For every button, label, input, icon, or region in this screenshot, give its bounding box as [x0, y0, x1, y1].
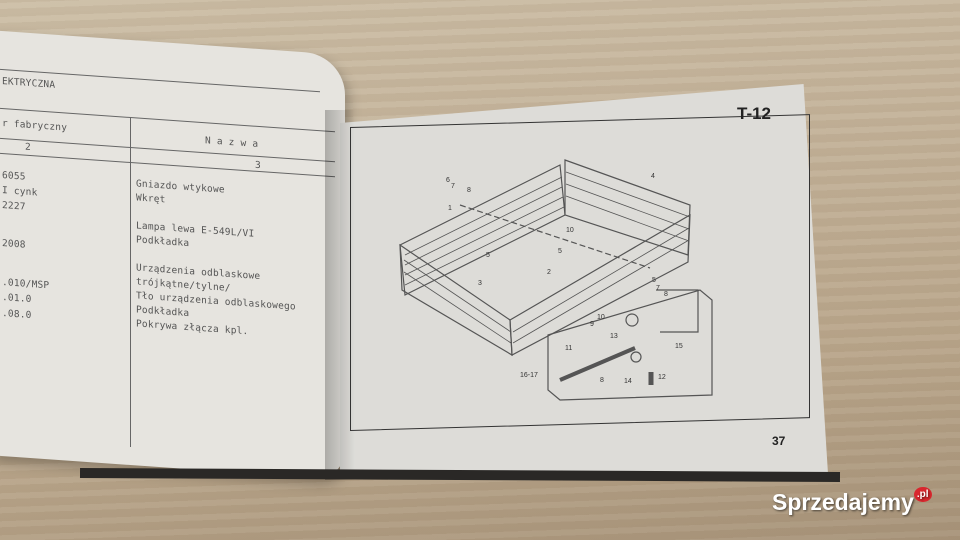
- page-number: 37: [772, 434, 786, 448]
- watermark-text: Sprzedajemy: [772, 489, 914, 515]
- callout-label: 9: [590, 321, 594, 328]
- book-spine-shadow: [325, 110, 355, 480]
- callout-label: 7: [451, 183, 455, 190]
- watermark-logo: Sprzedajemy.pl: [772, 487, 932, 516]
- callout-label: 5: [652, 277, 656, 284]
- detail-inset-outline: [547, 289, 713, 401]
- page-title: T-12: [737, 104, 772, 123]
- lever: [559, 346, 636, 382]
- callout-label: 8: [467, 187, 471, 194]
- callout-label: 16-17: [520, 372, 538, 379]
- callout-label: 13: [610, 333, 618, 340]
- front-board: [399, 243, 513, 357]
- callout-label: 14: [624, 378, 632, 385]
- callout-label: 8: [664, 291, 668, 298]
- side-board-right: [564, 159, 691, 256]
- callout-label: 12: [658, 374, 666, 381]
- callout-label: 5: [486, 252, 490, 259]
- callout-label: 2: [547, 269, 551, 276]
- watermark-suffix: .pl: [913, 487, 932, 502]
- callout-label: 5: [558, 248, 562, 255]
- chain: [459, 204, 651, 269]
- callout-label: 7: [656, 285, 660, 292]
- callout-label: 3: [478, 280, 482, 287]
- callout-label: 1: [448, 205, 452, 212]
- callout-label: 8: [600, 377, 604, 384]
- callout-label: 11: [565, 345, 572, 352]
- callout-labels: 6 7 8 1 4 10 5 5 2 3 5 7 8 10 9 13 11 15…: [446, 173, 683, 385]
- callout-label: 10: [597, 314, 605, 321]
- callout-label: 6: [446, 177, 450, 184]
- side-board-front: [509, 213, 691, 356]
- callout-label: 4: [651, 173, 655, 180]
- callout-label: 15: [675, 343, 683, 350]
- right-page: [340, 84, 828, 474]
- callout-label: 10: [566, 227, 574, 234]
